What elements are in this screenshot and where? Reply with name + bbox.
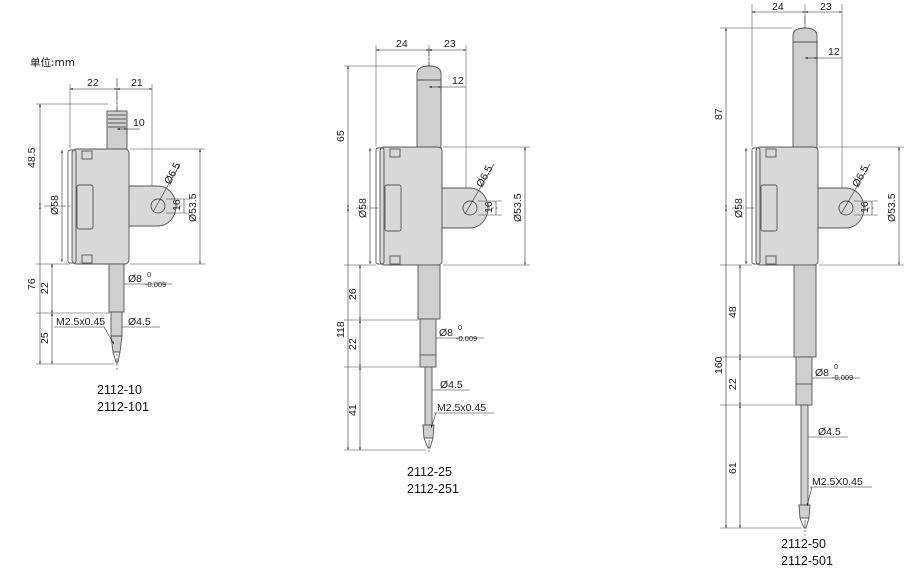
dim-dia-58: Ø58 [357,198,369,218]
dim-lower-61: 61 [727,462,739,474]
dial-body [67,148,130,265]
dim-stroke: 118 [335,321,347,338]
dim-stroke: 160 [713,356,725,374]
dim-lug-16: 16 [483,201,495,213]
dim-top-right: 21 [131,77,143,89]
stem [417,264,441,449]
dim-stem-tol-lower: -0.009 [456,334,477,343]
dim-dia-53-5: Ø53.5 [187,193,199,222]
dim-lower-a: 22 [39,282,51,294]
stem [793,264,817,529]
dim-top-left: 24 [772,1,784,13]
upper-spindle [792,27,818,149]
dim-thread: M2.5X0.45 [812,476,863,488]
dim-stroke: 76 [26,278,38,290]
dim-dia-58: Ø58 [733,198,745,218]
dim-dia-58: Ø58 [49,195,61,215]
model-name-2: 2112-251 [407,482,459,496]
dim-upper: 87 [713,108,725,120]
back-lug [441,187,489,229]
dim-lug-16: 16 [171,199,183,211]
dim-lower-22: 22 [727,378,739,390]
dim-tip-dia: Ø4.5 [440,379,463,391]
dim-stem-tol-lower: -0.009 [145,280,166,289]
dim-top-left: 24 [396,38,408,50]
dim-spindle-cap: 10 [133,117,145,129]
dim-stem-tol-lower: -0.009 [832,373,853,382]
model-name-2: 2112-501 [781,554,833,568]
model-name-2: 2112-101 [97,400,149,414]
dim-lower-22: 22 [347,338,359,350]
back-lug [817,187,865,229]
dim-lower-41: 41 [347,404,359,416]
dim-top-right: 23 [820,1,832,13]
dim-stem-tol-upper: 0 [834,362,838,371]
dim-dia-53-5: Ø53.5 [512,193,524,222]
upper-spindle [416,65,442,149]
stem [108,263,125,363]
dim-dia-53-5: Ø53.5 [886,193,898,222]
spindle-cap [106,110,128,152]
dim-total-height: 48.5 [26,147,38,168]
indicator-2112-10: 22 21 10 48.5 76 22 25 Ø58 16 Ø53.5 Ø6.5 [26,77,205,414]
dim-thread: M2.5x0.45 [437,402,486,414]
back-lug [128,185,177,227]
dim-thread: M2.5x0.45 [56,316,105,328]
dim-stem-tol-upper: 0 [458,323,462,332]
dial-body [375,146,443,266]
dim-lug-16: 16 [859,201,871,213]
dim-top-right: 23 [444,38,456,50]
dim-tip-dia: Ø4.5 [128,316,151,328]
model-name-1: 2112-10 [97,383,142,397]
dim-tip-dia: Ø4.5 [818,426,841,438]
dim-dia-6-5: Ø6.5 [162,161,183,187]
indicator-2112-25: 24 23 12 65 118 26 22 41 Ø58 16 Ø53.5 Ø6… [335,38,530,496]
model-name-1: 2112-50 [781,537,826,551]
indicator-2112-50: 24 23 12 87 160 48 22 61 Ø58 16 Ø53.5 Ø6… [713,1,904,568]
dim-stem-tol-upper: 0 [147,270,151,279]
dim-upper: 65 [335,130,347,142]
dim-stem-dia: Ø8 [439,327,453,339]
dim-stem-dia: Ø8 [815,367,829,379]
dim-lower-b: 25 [39,332,51,344]
model-name-1: 2112-25 [407,465,452,479]
dim-top-left: 22 [87,77,99,89]
dial-body [751,146,819,266]
dim-lower-48: 48 [727,306,739,318]
dim-spindle-cap: 12 [452,75,464,87]
dim-stem-dia: Ø8 [128,273,142,285]
unit-label: 单位:mm [30,56,75,69]
dim-spindle-cap: 12 [828,46,840,58]
dim-lower-26: 26 [347,288,359,300]
